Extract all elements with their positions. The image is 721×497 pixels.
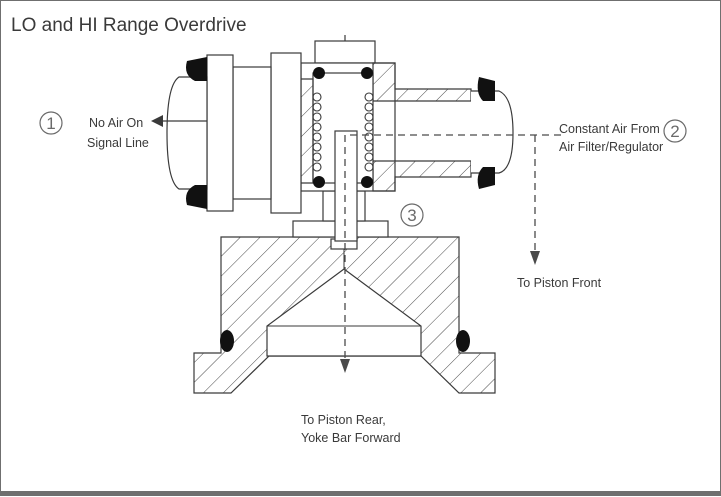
callout-1-line1: No Air On: [89, 116, 143, 130]
callout-2-circle: [663, 119, 687, 143]
rear-arrow-head: [340, 359, 350, 373]
bottom-band: [1, 491, 720, 495]
base-oring-left: [220, 330, 234, 352]
callout-1: 1 No Air On Signal Line: [39, 111, 149, 150]
callout-2-line2: Air Filter/Regulator: [559, 140, 663, 154]
callout-1-number: 1: [46, 114, 55, 133]
callout-3-number: 3: [407, 206, 416, 225]
signal-arrow: [151, 115, 207, 127]
air-paths: [344, 134, 561, 361]
piston-front-label: To Piston Front: [517, 276, 602, 290]
callout-1-circle: [39, 111, 63, 135]
callout-3: 3: [400, 203, 424, 227]
callout-2-line1: Constant Air From: [559, 122, 660, 136]
valve-body: [166, 35, 514, 242]
front-arrow-head: [530, 251, 540, 265]
diagram-title: LO and HI Range Overdrive: [11, 15, 247, 36]
callout-3-circle: [400, 203, 424, 227]
valve-orings: [313, 67, 373, 188]
callout-2: Constant Air From Air Filter/Regulator 2: [559, 119, 687, 154]
seal-clips: [186, 57, 495, 209]
spring: [312, 92, 374, 172]
base-oring-right: [456, 330, 470, 352]
callout-2-number: 2: [670, 122, 679, 141]
piston-rear-label-line2: Yoke Bar Forward: [301, 431, 401, 445]
callout-1-line2: Signal Line: [87, 136, 149, 150]
piston-rear-label-line1: To Piston Rear,: [301, 413, 386, 427]
